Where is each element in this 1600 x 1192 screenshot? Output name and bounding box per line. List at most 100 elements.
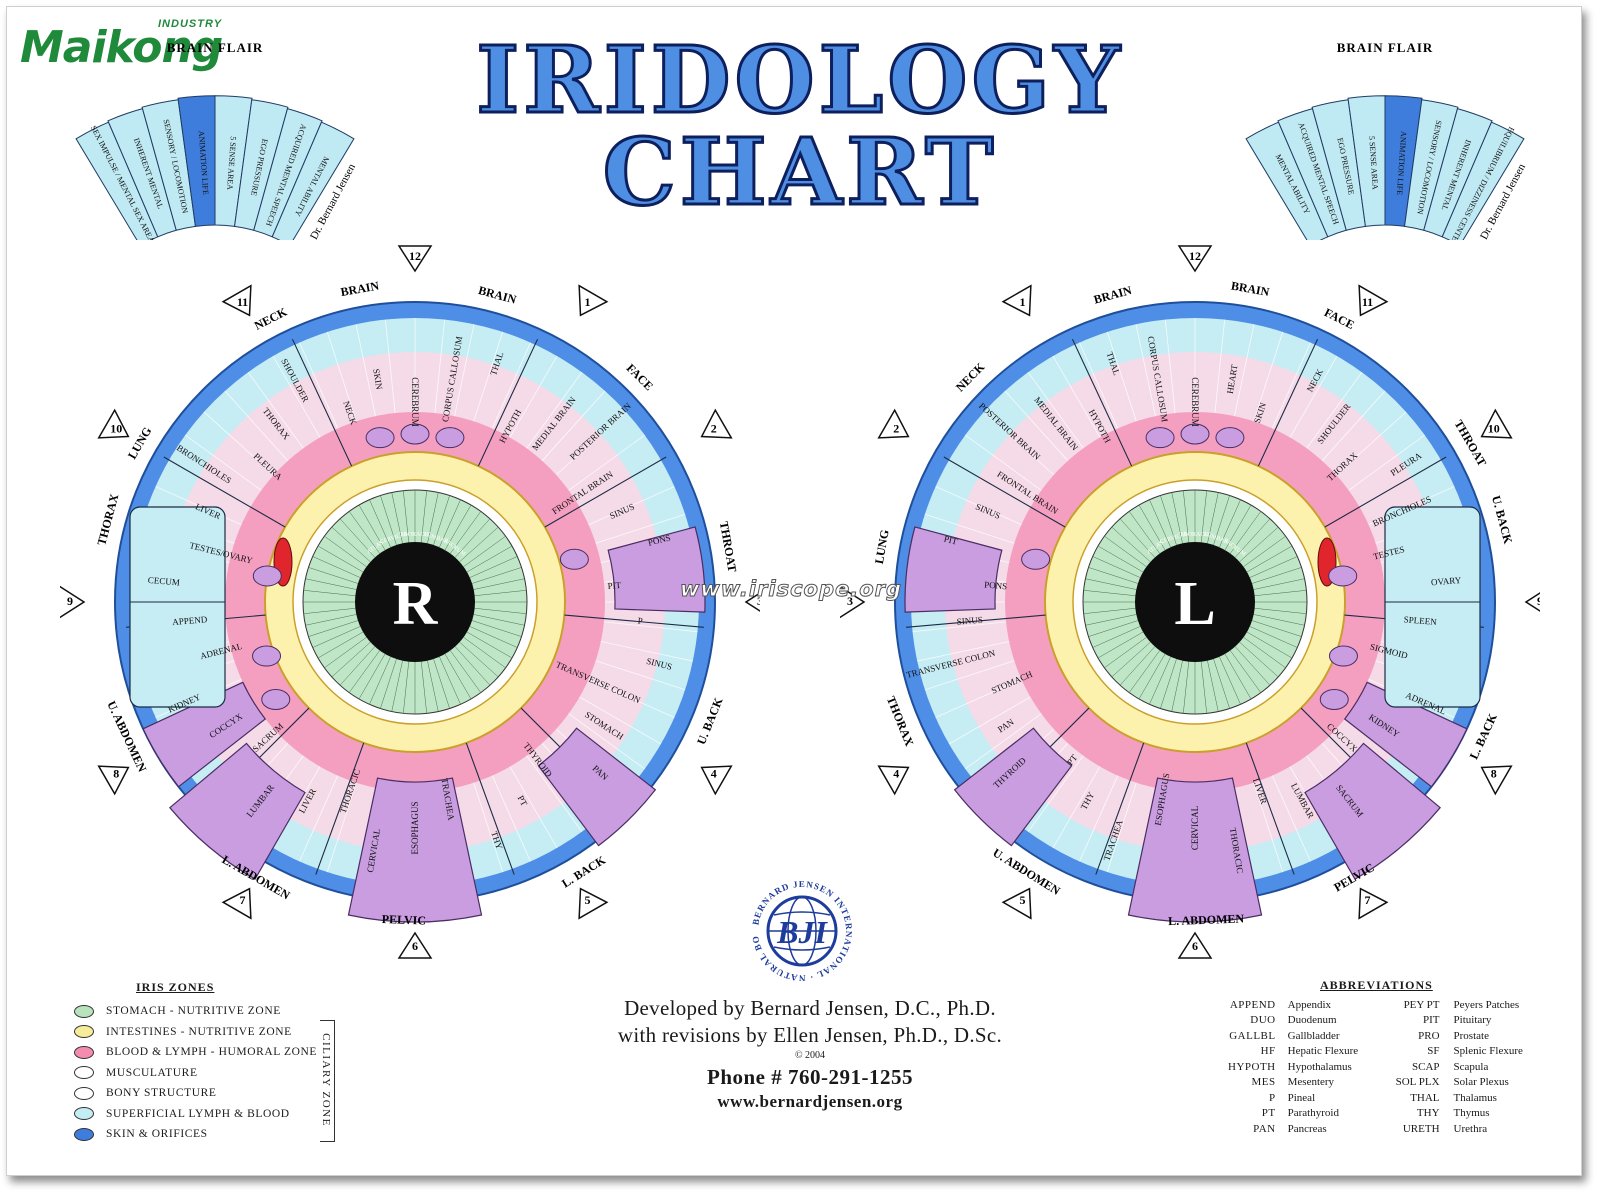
abbreviation-code: MES bbox=[1251, 1076, 1276, 1089]
gland-node bbox=[1145, 427, 1175, 449]
clock-number: 6 bbox=[412, 939, 418, 953]
outer-region-label: U. BACK bbox=[694, 695, 726, 747]
abbreviation-meaning: Mesentery bbox=[1287, 1076, 1335, 1089]
brain-flair-strip bbox=[1441, 121, 1525, 240]
abbreviation-meaning: Urethra bbox=[1453, 1122, 1488, 1135]
legend-swatch bbox=[74, 1107, 94, 1121]
brand-name: Maikong bbox=[20, 22, 223, 73]
clock-marker bbox=[700, 765, 733, 796]
gland-node bbox=[252, 645, 282, 667]
abbreviation-code: PEY PT bbox=[1403, 998, 1440, 1011]
zone-label: OVARY bbox=[1431, 575, 1463, 588]
zone-label: CEREBRUM bbox=[410, 377, 420, 427]
legend-label: STOMACH - NUTRITIVE ZONE bbox=[106, 1005, 281, 1018]
organ-block bbox=[1304, 742, 1441, 880]
zone-label: SPLEEN bbox=[1403, 614, 1437, 627]
brain-flair-strip bbox=[271, 121, 355, 240]
clock-number: 12 bbox=[409, 249, 421, 263]
legend-item: STOMACH - NUTRITIVE ZONE bbox=[74, 1001, 354, 1022]
abbreviation-meaning: Duodenum bbox=[1287, 1014, 1337, 1027]
brain-flair-strip-label: ANIMATION LIFE bbox=[1395, 131, 1408, 196]
ciliary-zone-bracket bbox=[320, 1020, 335, 1142]
legend-item: MUSCULATURE bbox=[74, 1063, 354, 1084]
abbreviation-meaning: Peyers Patches bbox=[1453, 998, 1520, 1011]
outer-region-label: FACE bbox=[1322, 305, 1357, 332]
legend-swatch bbox=[74, 1127, 94, 1141]
clock-marker bbox=[1524, 584, 1540, 620]
chart-title-line2: CHART bbox=[601, 117, 998, 228]
credit-revisions: with revisions by Ellen Jensen, Ph.D., D… bbox=[617, 1023, 1003, 1047]
brain-flair-strip-label: 5 SENSE AREA bbox=[225, 136, 238, 190]
gland-node bbox=[1328, 645, 1358, 667]
outer-region-label: LUNG bbox=[125, 424, 154, 461]
clock-marker bbox=[1177, 245, 1213, 273]
abbreviation-code: PT bbox=[1261, 1107, 1276, 1120]
clock-number: 7 bbox=[240, 893, 246, 907]
clock-number: 1 bbox=[1020, 295, 1026, 309]
abbreviation-code: PRO bbox=[1418, 1029, 1440, 1042]
legend-label: MUSCULATURE bbox=[106, 1066, 198, 1079]
abbreviation-meaning: Solar Plexus bbox=[1453, 1076, 1509, 1089]
gland-node bbox=[252, 565, 282, 587]
clock-number: 10 bbox=[110, 422, 122, 436]
gland-node bbox=[559, 548, 589, 570]
gland-node bbox=[1328, 565, 1358, 587]
legend-item: INTESTINES - NUTRITIVE ZONE bbox=[74, 1022, 354, 1043]
clock-marker bbox=[60, 584, 86, 620]
outer-region-label: LUNG bbox=[872, 528, 892, 565]
brain-flair-title: BRAIN FLAIR bbox=[1337, 40, 1434, 55]
zone-label: HEART bbox=[1225, 363, 1240, 394]
clock-marker bbox=[221, 887, 252, 920]
gland-node bbox=[1215, 427, 1245, 449]
abbreviation-code: THAL bbox=[1410, 1091, 1440, 1104]
clock-number: 3 bbox=[847, 594, 853, 608]
zone-label: CERVICAL bbox=[1190, 806, 1200, 850]
website-link[interactable]: www.bernardjensen.org bbox=[717, 1092, 903, 1111]
zone-label: CECUM bbox=[147, 575, 180, 588]
bji-seal: BJI BERNARD JENSEN INTERNATIONAL · NATUR… bbox=[744, 873, 853, 983]
clock-number: 8 bbox=[113, 767, 119, 781]
abbreviation-meaning: Parathyroid bbox=[1287, 1107, 1339, 1120]
organ-block bbox=[953, 727, 1073, 847]
clock-marker bbox=[1480, 765, 1513, 796]
ciliary-zone-label: CILIARY ZONE bbox=[320, 1033, 332, 1127]
outer-region-label: BRAIN bbox=[340, 279, 381, 300]
clock-number: 4 bbox=[711, 767, 717, 781]
clock-number: 11 bbox=[1362, 295, 1373, 309]
outer-region-label: NECK bbox=[252, 304, 290, 333]
zone-label: PT bbox=[516, 794, 530, 808]
gland-node bbox=[435, 427, 465, 449]
clock-marker bbox=[1001, 887, 1032, 920]
clock-number: 3 bbox=[757, 594, 760, 608]
lung-region bbox=[1384, 506, 1481, 708]
clock-number: 11 bbox=[237, 295, 248, 309]
outer-region-label: BRAIN bbox=[1092, 283, 1133, 307]
legend-swatch bbox=[74, 1045, 94, 1059]
clock-number: 9 bbox=[67, 594, 73, 608]
legend-item: BLOOD & LYMPH - HUMORAL ZONE bbox=[74, 1042, 354, 1063]
abbreviation-meaning: Splenic Flexure bbox=[1453, 1045, 1523, 1058]
clock-marker bbox=[397, 245, 433, 273]
clock-marker bbox=[1177, 931, 1213, 959]
organ-block bbox=[607, 526, 706, 613]
clock-number: 1 bbox=[585, 295, 591, 309]
organ-block bbox=[904, 526, 1003, 613]
credits-block: Developed by Bernard Jensen, D.C., Ph.D.… bbox=[560, 995, 1060, 1112]
outer-region-label: BRAIN bbox=[1230, 279, 1271, 300]
clock-marker bbox=[1480, 408, 1513, 439]
legend-label: SKIN & ORIFICES bbox=[106, 1128, 208, 1141]
abbreviation-code: PAN bbox=[1253, 1122, 1276, 1135]
pupil bbox=[1135, 542, 1255, 662]
organ-block bbox=[347, 777, 483, 923]
brain-flair-strip-label: ANIMATION LIFE bbox=[197, 130, 210, 195]
brain-flair-strip-label: 5 SENSE AREA bbox=[1367, 136, 1380, 190]
abbreviation-meaning: Pancreas bbox=[1287, 1122, 1327, 1135]
gland-node bbox=[400, 423, 430, 445]
